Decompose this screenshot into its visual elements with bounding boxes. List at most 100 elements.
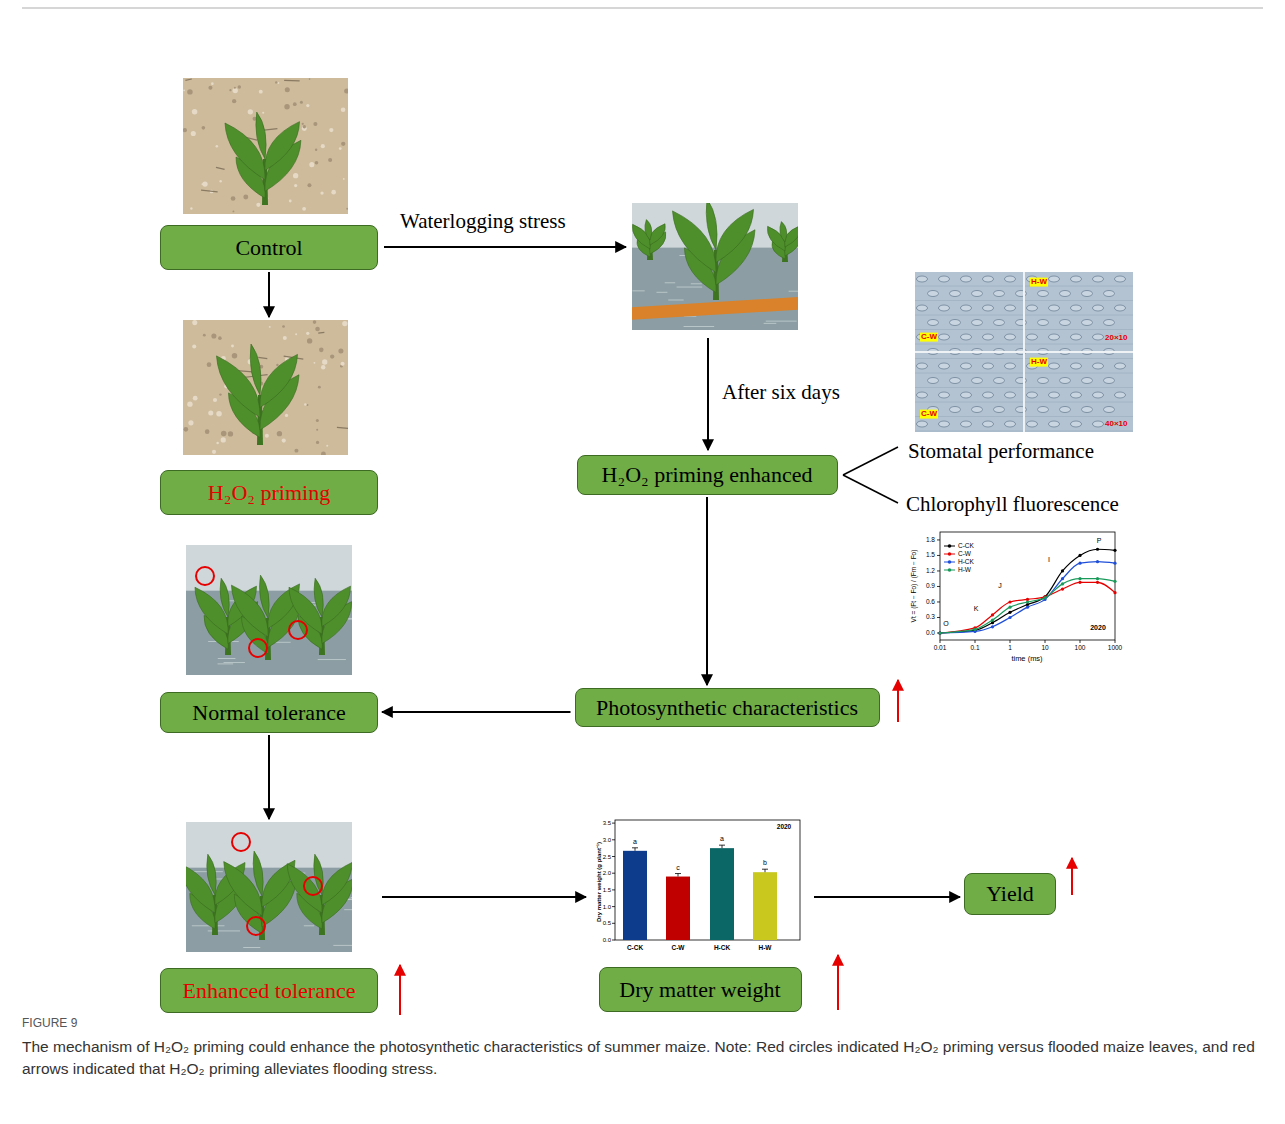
straw (284, 80, 299, 82)
field-photo (183, 78, 348, 214)
soil-speck (321, 144, 325, 148)
error-bar (635, 848, 636, 851)
flow-arrow (706, 497, 708, 685)
stoma (917, 392, 928, 398)
stoma (983, 305, 994, 311)
bar (710, 848, 734, 940)
node-text: Yield (986, 881, 1034, 906)
ojip-point (1043, 596, 1046, 599)
maize-leaf (649, 224, 665, 245)
ojip-point (1096, 560, 1099, 563)
year-label: 2020 (1090, 624, 1106, 632)
panel-tag: C-W (920, 333, 938, 342)
water-ripple (789, 291, 798, 292)
water-ripple (192, 925, 225, 926)
soil-speck (319, 348, 324, 353)
increase-arrow (399, 965, 401, 1015)
soil-speck (302, 123, 304, 125)
tick (612, 889, 615, 890)
axis-tick: 0.1 (970, 644, 979, 651)
water-ripple (684, 326, 715, 327)
soil-speck (193, 396, 198, 401)
soil-speck (316, 429, 318, 431)
stoma (1060, 407, 1071, 413)
soil-speck (190, 207, 192, 209)
magnification: 20×10 (1104, 334, 1128, 343)
maize-leaf (780, 222, 787, 242)
stoma (961, 421, 972, 427)
axis-tick: 3.5 (603, 820, 611, 827)
soil-speck (256, 203, 260, 207)
ojip-point (1061, 569, 1064, 572)
stoma (1049, 392, 1060, 398)
maize-plant (289, 578, 352, 655)
ojip-point (1008, 611, 1011, 614)
label-box: Control (160, 225, 378, 270)
straw (201, 190, 218, 192)
stoma (1027, 334, 1038, 340)
ojip-point (1113, 591, 1116, 594)
process-box: H₂O₂ priming enhanced (577, 455, 838, 495)
stoma (983, 276, 994, 282)
stoma (928, 320, 939, 326)
error-bar (722, 845, 723, 848)
flow-arrow (268, 272, 270, 317)
ojip-point (1078, 554, 1081, 557)
axis-tick: 100 (1075, 644, 1086, 651)
stoma (1060, 291, 1071, 297)
soil-speck (207, 362, 212, 367)
tick (612, 923, 615, 924)
soil-speck (192, 109, 197, 114)
tick (612, 856, 615, 857)
soil-speck (213, 398, 217, 402)
stoma (1049, 363, 1060, 369)
legend-marker (948, 560, 952, 564)
branch-label: Chlorophyll fluorescence (906, 493, 1119, 516)
chart-legend: H-CK (958, 558, 974, 565)
chart-legend: H-W (958, 566, 971, 573)
maize-leaf (645, 220, 652, 240)
ojip-point (938, 631, 941, 634)
straw (185, 79, 191, 80)
soil-speck (284, 104, 289, 109)
soil-speck (211, 333, 216, 338)
axis-tick: 0.5 (603, 920, 611, 927)
axis-tick: 1 (1008, 644, 1012, 651)
stoma (994, 407, 1005, 413)
axis-tick: 1.2 (926, 567, 935, 574)
axis-category: H-W (759, 944, 772, 951)
water-ripple (766, 321, 797, 322)
magnification: 40×10 (1104, 420, 1128, 429)
increase-arrow (1071, 858, 1073, 895)
axis-tick: 0.6 (926, 598, 935, 605)
stoma (1082, 378, 1093, 384)
tick (937, 601, 940, 602)
water-ripple (318, 659, 346, 660)
stoma (972, 407, 983, 413)
stoma (1093, 363, 1104, 369)
quadrant-divider (915, 351, 1133, 353)
ojip-point (991, 613, 994, 616)
straw (258, 357, 267, 358)
field-photo (632, 203, 798, 330)
water-ripple (764, 323, 777, 324)
stoma (1005, 334, 1016, 340)
stoma (961, 276, 972, 282)
water-ripple (632, 290, 644, 291)
stoma (1071, 305, 1082, 311)
tick (937, 570, 940, 571)
soil-speck (208, 410, 213, 415)
ojip-point (1096, 577, 1099, 580)
straw (216, 167, 225, 169)
soil-speck (316, 441, 319, 444)
stoma (1005, 363, 1016, 369)
tick (975, 640, 976, 643)
soil-speck (234, 87, 236, 89)
pictured-stage: Enhanced tolerance (160, 822, 378, 1013)
highlight-circle (289, 621, 307, 639)
tick (937, 555, 940, 556)
soil-speck (307, 338, 312, 343)
stoma (1115, 363, 1126, 369)
stoma (939, 392, 950, 398)
ojip-point (938, 631, 941, 634)
